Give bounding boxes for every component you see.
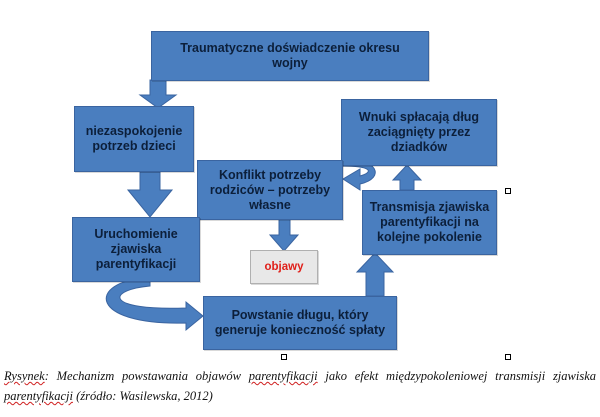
node-niezaspokojenie: niezaspokojenie potrzeb dzieci <box>74 106 194 172</box>
node-objawy: objawy <box>250 250 318 284</box>
node-transmisja: Transmisja zjawiska parentyfikacji na ko… <box>362 190 497 255</box>
node-wnuki: Wnuki spłacają dług zaciągnięty przez dz… <box>341 99 497 166</box>
caption-word-rysynek: Rysynek <box>4 369 45 383</box>
arrow-trauma-to-niezaspokojenie <box>138 79 178 109</box>
node-powstanie: Powstanie długu, który generuje konieczn… <box>203 296 397 350</box>
caption-text-3: (źródło: Wasilewska, 2012) <box>72 389 213 403</box>
caption-text-1: : Mechanizm powstawania objawów <box>44 369 249 383</box>
node-konflikt: Konflikt potrzeby rodziców – potrzeby wł… <box>197 160 343 220</box>
caption-word-parentyfikacji-1: parentyfikacji <box>248 369 318 383</box>
arrow-uruchomienie-to-powstanie <box>105 276 204 332</box>
arrow-transmisja-to-wnuki <box>391 164 423 191</box>
node-trauma: Traumatyczne doświadczenie okresu wojny <box>151 31 429 81</box>
caption-word-parentyfikacji-2: parentyfikacji <box>4 389 73 403</box>
selection-handle-right[interactable] <box>505 188 511 194</box>
selection-handle-bottom-center[interactable] <box>281 354 287 360</box>
arrow-konflikt-to-objawy <box>268 217 300 252</box>
node-uruchomienie: Uruchomienie zjawiska parentyfikacji <box>72 217 200 282</box>
arrow-niezaspokojenie-to-uruchomienie <box>126 171 174 218</box>
selection-handle-bottom-right[interactable] <box>505 354 511 360</box>
caption-text-2: jako efekt międzypokoleniowej transmisji… <box>317 369 597 383</box>
arrow-powstanie-to-transmisja <box>355 252 395 297</box>
figure-caption: Rysynek: Mechanizm powstawania objawów p… <box>4 366 596 406</box>
